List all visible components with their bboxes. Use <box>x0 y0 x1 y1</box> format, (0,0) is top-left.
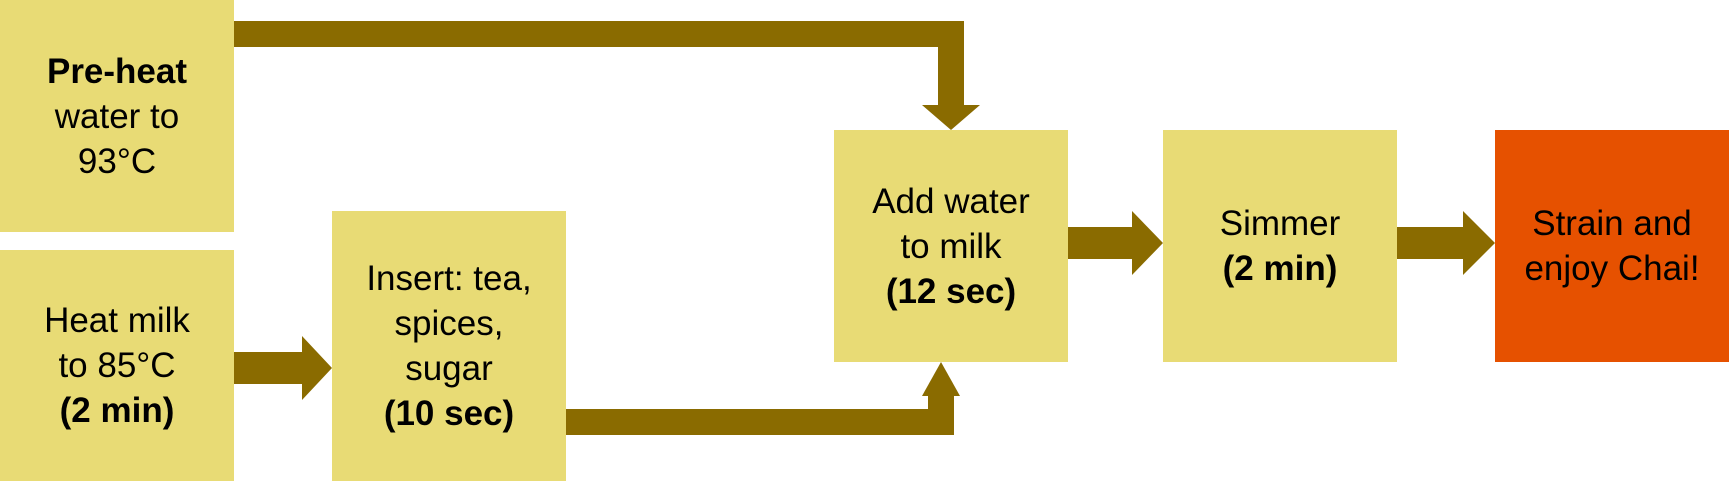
step-heat-milk: Heat milk to 85°C (2 min) <box>0 250 234 481</box>
step-text: 93°C <box>77 141 157 181</box>
connector-line <box>566 390 954 435</box>
arrowhead <box>922 105 980 130</box>
arrowhead <box>302 336 332 400</box>
arrow-heatmilk-to-insert <box>234 336 332 400</box>
step-duration: (10 sec) <box>383 394 515 433</box>
arrow-insert-to-addwater <box>566 362 960 435</box>
arrow-preheat-to-addwater <box>234 21 980 130</box>
step-text: water to <box>54 96 180 136</box>
step-text: spices, <box>394 304 504 343</box>
step-text: sugar <box>405 349 493 388</box>
step-text: Heat milk <box>44 301 190 340</box>
arrowhead <box>1463 211 1495 275</box>
step-text: Add water <box>872 181 1030 221</box>
step-strain-enjoy: Strain and enjoy Chai! <box>1495 130 1729 362</box>
step-simmer: Simmer (2 min) <box>1163 130 1397 362</box>
step-insert-ingredients: Insert: tea, spices, sugar (10 sec) <box>332 211 566 481</box>
arrowhead <box>922 362 960 396</box>
step-text: to 85°C <box>58 346 176 385</box>
step-text: Insert: tea, <box>366 259 532 298</box>
step-add-water: Add water to milk (12 sec) <box>834 130 1068 362</box>
step-text: enjoy Chai! <box>1524 249 1700 288</box>
arrow-addwater-to-simmer <box>1068 211 1163 275</box>
step-text: Strain and <box>1532 204 1692 243</box>
step-duration: (2 min) <box>1222 249 1338 288</box>
step-duration: (12 sec) <box>885 271 1017 311</box>
step-title: Pre-heat <box>46 51 188 91</box>
step-text: Simmer <box>1219 204 1341 243</box>
step-text: to milk <box>900 226 1002 266</box>
connector-line <box>234 352 304 384</box>
arrow-simmer-to-strain <box>1397 211 1495 275</box>
step-duration: (2 min) <box>59 391 175 430</box>
connector-line <box>1068 227 1134 259</box>
connector-line <box>234 21 964 107</box>
step-preheat-water: Pre-heat water to 93°C <box>0 0 234 232</box>
connector-line <box>1397 227 1465 259</box>
arrowhead <box>1132 211 1163 275</box>
